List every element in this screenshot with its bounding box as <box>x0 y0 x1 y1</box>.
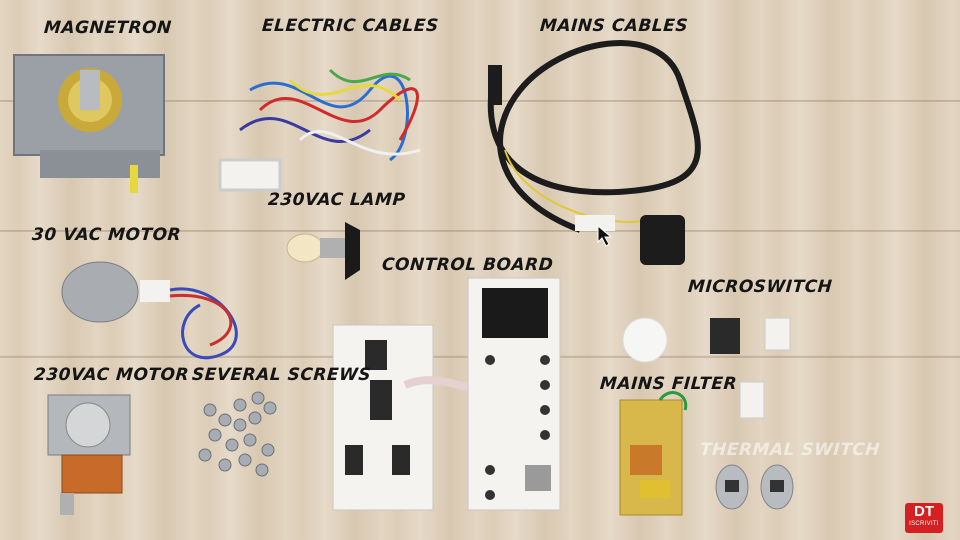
electric-cables-part <box>218 68 421 192</box>
label-electric-cables: ELECTRIC CABLES <box>261 16 440 36</box>
motor-30vac-part <box>61 261 238 360</box>
label-230vac-motor: 230VAC MOTOR <box>33 365 190 385</box>
magnetron-part <box>13 54 165 193</box>
cursor-arrow-icon <box>597 224 613 247</box>
label-microswitch: MICROSWITCH <box>687 277 834 297</box>
channel-subscribe-logo[interactable]: DT ISCRIVITI <box>905 503 943 533</box>
label-30vac-motor: 30 VAC MOTOR <box>31 225 182 245</box>
label-230vac-lamp: 230VAC LAMP <box>267 190 407 210</box>
control-board-part <box>332 277 561 511</box>
label-thermal-switch: THERMAL SWITCH <box>699 440 881 460</box>
screws-part <box>198 391 277 477</box>
wood-plank-seam <box>0 100 960 102</box>
white-knob-part <box>622 317 668 363</box>
wood-plank-seam <box>0 230 960 232</box>
lamp-part <box>286 222 360 280</box>
logo-caption: ISCRIVITI <box>909 521 939 527</box>
logo-mark: DT <box>914 503 934 520</box>
microswitch-part <box>710 317 791 419</box>
label-several-screws: SEVERAL SCREWS <box>191 365 372 385</box>
motor-230vac-part <box>47 394 131 515</box>
label-control-board: CONTROL BOARD <box>381 255 555 275</box>
mains-cables-part <box>487 40 701 265</box>
label-magnetron: MAGNETRON <box>43 18 173 38</box>
label-mains-filter: MAINS FILTER <box>599 374 738 394</box>
thermal-switch-part <box>715 464 794 510</box>
mains-filter-part <box>619 391 688 516</box>
label-mains-cables: MAINS CABLES <box>539 16 689 36</box>
